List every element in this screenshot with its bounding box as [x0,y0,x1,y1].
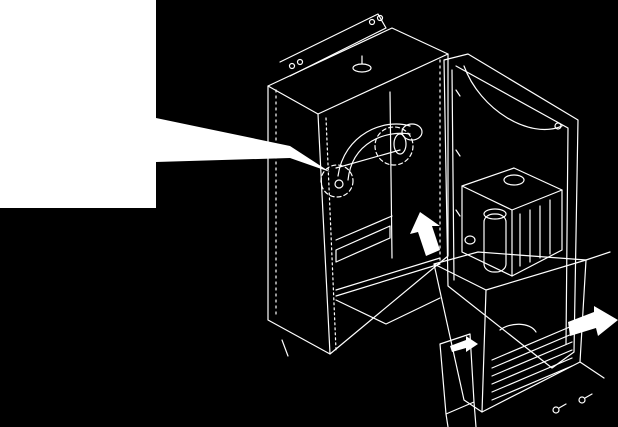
filter-canister [464,208,507,273]
drain-funnel [439,323,537,427]
drip-tray [433,251,611,413]
water-tank [461,167,563,277]
tray-arrow [450,336,478,352]
cabinet-body [267,27,449,357]
top-mounting-bracket [279,13,387,77]
callout-label-box [0,0,156,208]
hose-assembly [320,123,423,198]
insert-arrow [568,306,618,336]
mounting-screws [552,393,593,414]
callout-leader [156,118,330,172]
cabinet-door [443,53,579,369]
lift-arrow [410,212,440,256]
